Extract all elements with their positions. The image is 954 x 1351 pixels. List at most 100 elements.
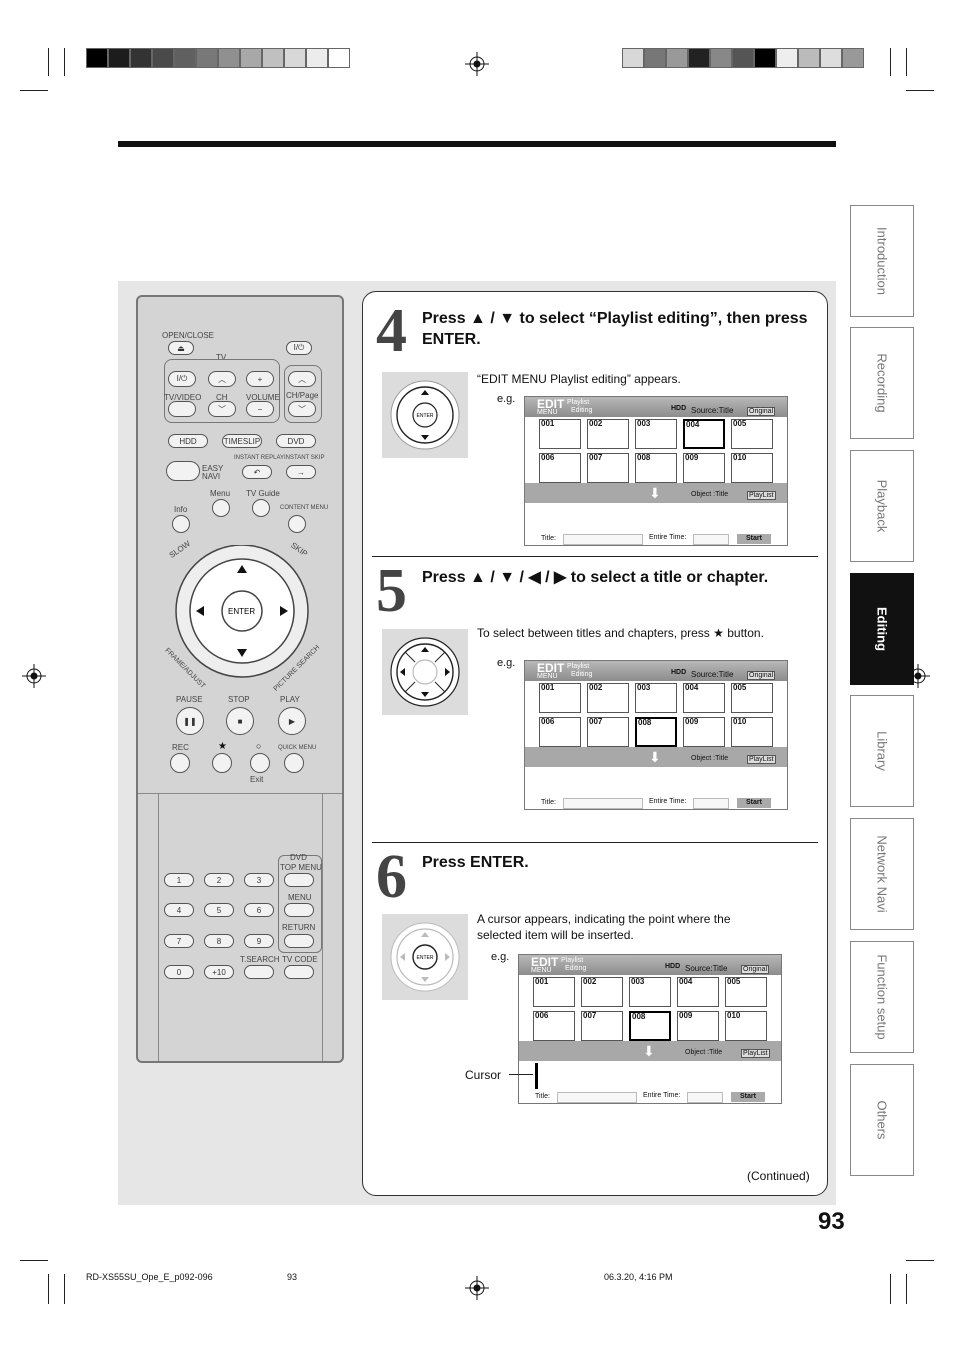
edit-label: EDIT: [537, 661, 565, 675]
thumbnail[interactable]: 005: [725, 977, 767, 1007]
tab-introduction[interactable]: Introduction: [850, 205, 914, 317]
thumbnail[interactable]: 004: [677, 977, 719, 1007]
tv-guide-button[interactable]: [252, 499, 270, 517]
quick-menu-button[interactable]: [284, 753, 304, 773]
menu-button-2[interactable]: [284, 903, 314, 917]
thumbnail[interactable]: 010: [725, 1011, 767, 1041]
instant-replay-button[interactable]: ↶: [242, 465, 272, 479]
plus-10-button[interactable]: +10: [204, 965, 234, 979]
thumbnail[interactable]: 001: [533, 977, 575, 1007]
start-button[interactable]: Start: [737, 534, 771, 544]
rec-button[interactable]: [170, 753, 190, 773]
hdd-button[interactable]: HDD: [168, 434, 208, 448]
screen-header: [525, 661, 787, 681]
volume-label: VOLUME: [246, 393, 280, 402]
tsearch-button[interactable]: [244, 965, 274, 979]
ch-page-up-button[interactable]: ︿: [288, 371, 316, 387]
thumbnail[interactable]: 007: [587, 453, 629, 483]
instant-skip-label: INSTANT SKIP: [284, 455, 325, 461]
pause-button[interactable]: ❚❚: [176, 707, 204, 735]
digit-5-button[interactable]: 5: [204, 903, 234, 917]
original-tab[interactable]: Original: [747, 671, 776, 680]
start-button[interactable]: Start: [737, 798, 771, 808]
instant-skip-button[interactable]: →: [286, 465, 316, 479]
tab-others[interactable]: Others: [850, 1064, 914, 1176]
tab-recording[interactable]: Recording: [850, 327, 914, 439]
thumbnail[interactable]: 001: [539, 419, 581, 449]
power-button[interactable]: I/⏻: [286, 341, 312, 355]
thumbnail[interactable]: 003: [629, 977, 671, 1007]
thumbnail[interactable]: 005: [731, 683, 773, 713]
object-label: Object :Title: [685, 1049, 723, 1056]
digit-2-button[interactable]: 2: [204, 873, 234, 887]
thumbnail[interactable]: 009: [677, 1011, 719, 1041]
enter-button[interactable]: ENTER: [228, 607, 256, 616]
thumbnail[interactable]: 003: [635, 419, 677, 449]
digit-8-button[interactable]: 8: [204, 934, 234, 948]
digit-1-button[interactable]: 1: [164, 873, 194, 887]
star-button[interactable]: [212, 753, 232, 773]
start-button[interactable]: Start: [731, 1092, 765, 1102]
exit-button[interactable]: [250, 753, 270, 773]
tab-function-setup[interactable]: Function setup: [850, 941, 914, 1053]
play-button[interactable]: ▶: [278, 707, 306, 735]
thumbnail[interactable]: 009: [683, 717, 725, 747]
thumbnail[interactable]: 002: [587, 683, 629, 713]
top-menu-button[interactable]: [284, 873, 314, 887]
original-tab[interactable]: Original: [747, 407, 776, 416]
thumbnail[interactable]: 008: [635, 453, 677, 483]
digit-7-button[interactable]: 7: [164, 934, 194, 948]
playlist-tab[interactable]: PlayList: [747, 491, 776, 500]
thumbnail[interactable]: 009: [683, 453, 725, 483]
thumbnail[interactable]: 008: [629, 1011, 671, 1041]
entire-time-label: Entire Time:: [643, 1092, 681, 1099]
svg-text:ENTER: ENTER: [417, 955, 434, 961]
tab-editing[interactable]: Editing: [850, 573, 914, 685]
open-close-button[interactable]: ⏏: [168, 341, 194, 355]
thumbnail[interactable]: 008: [635, 717, 677, 747]
tv-video-button[interactable]: [168, 401, 196, 417]
stop-button[interactable]: ■: [226, 707, 254, 735]
original-tab[interactable]: Original: [741, 965, 770, 974]
tab-library[interactable]: Library: [850, 695, 914, 807]
digit-3-button[interactable]: 3: [244, 873, 274, 887]
volume-up-button[interactable]: +: [246, 371, 274, 387]
thumbnail[interactable]: 001: [539, 683, 581, 713]
easy-navi-button[interactable]: [166, 461, 200, 481]
thumbnail[interactable]: 003: [635, 683, 677, 713]
content-menu-button[interactable]: [288, 515, 306, 533]
playlist-tab[interactable]: PlayList: [747, 755, 776, 764]
ch-down-button[interactable]: ﹀: [208, 401, 236, 417]
thumbnail[interactable]: 006: [539, 453, 581, 483]
thumbnail[interactable]: 010: [731, 717, 773, 747]
digit-0-button[interactable]: 0: [164, 965, 194, 979]
thumbnail[interactable]: 004: [683, 683, 725, 713]
thumbnail[interactable]: 007: [581, 1011, 623, 1041]
thumbnail[interactable]: 006: [539, 717, 581, 747]
tv-code-button[interactable]: [284, 965, 314, 979]
tab-playback[interactable]: Playback: [850, 450, 914, 562]
digit-6-button[interactable]: 6: [244, 903, 274, 917]
thumbnail[interactable]: 002: [587, 419, 629, 449]
ch-up-button[interactable]: ︿: [208, 371, 236, 387]
return-button[interactable]: [284, 934, 314, 948]
tab-network-navi[interactable]: Network Navi: [850, 818, 914, 930]
thumbnail[interactable]: 010: [731, 453, 773, 483]
thumbnail[interactable]: 005: [731, 419, 773, 449]
crop-mark: [20, 1260, 48, 1261]
tv-power-button[interactable]: I/⏻: [168, 371, 196, 387]
thumbnail[interactable]: 006: [533, 1011, 575, 1041]
thumbnail[interactable]: 004: [683, 419, 725, 449]
menu-button[interactable]: [212, 499, 230, 517]
title-field: [563, 798, 643, 809]
digit-4-button[interactable]: 4: [164, 903, 194, 917]
digit-9-button[interactable]: 9: [244, 934, 274, 948]
timeslip-button[interactable]: TIMESLIP: [222, 434, 262, 448]
thumbnail[interactable]: 007: [587, 717, 629, 747]
dvd-button[interactable]: DVD: [276, 434, 316, 448]
thumbnail[interactable]: 002: [581, 977, 623, 1007]
volume-down-button[interactable]: −: [246, 401, 274, 417]
ch-page-down-button[interactable]: ﹀: [288, 401, 316, 417]
info-button[interactable]: [172, 515, 190, 533]
playlist-tab[interactable]: PlayList: [741, 1049, 770, 1058]
